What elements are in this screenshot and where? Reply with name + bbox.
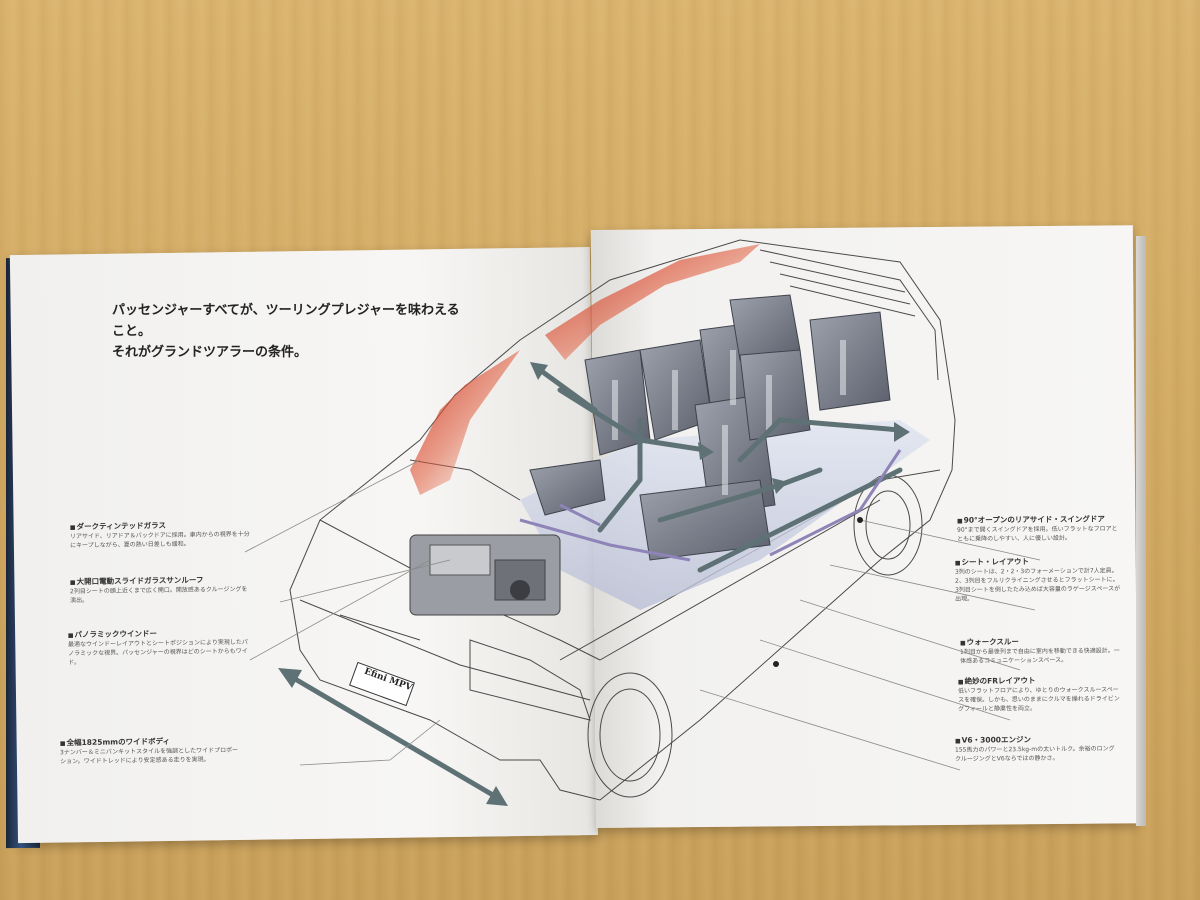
callout-body: 低いフラットフロアにより、ゆとりのウォークスルースペースを確保。しかも、思いのま… [957, 686, 1120, 713]
seat-layout-arrows [519, 449, 902, 562]
callout-panoramic-window: パノラミックウインドー 最適なウインドーレイアウトとシートポジションにより実現し… [68, 627, 249, 668]
callout-seat-layout: シート・レイアウト 3列のシートは、2・2・3のフォーメーションで計7人定員。2… [955, 555, 1120, 603]
body-width-arrow [278, 668, 508, 806]
callout-body: 2列目シートの頭上近くまで広く開口。開放感あるクルージングを演出。 [69, 585, 248, 605]
callout-swing-door: 90°オープンのリアサイド・スイングドア 90°まで開くスイングドアを採用。低い… [957, 513, 1122, 543]
car-body-outline [289, 239, 956, 801]
callout-body: 3列のシートは、2・2・3のフォーメーションで計7人定員。2、3列目をフルリクラ… [954, 567, 1121, 603]
headline: パッセンジャーすべてが、ツーリングプレジャーを味わえること。 それがグランドツア… [112, 300, 472, 363]
headline-line-1: パッセンジャーすべてが、ツーリングプレジャーを味わえること。 [112, 303, 460, 339]
callout-leader-lines [244, 459, 1041, 771]
callout-fr-layout: 絶妙のFRレイアウト 低いフラットフロアにより、ゆとりのウォークスルースペースを… [958, 674, 1123, 713]
callout-walk-through: ウォークスルー 1列目から最後列まで自由に室内を移動できる快適設計。一体感あるコ… [960, 635, 1125, 665]
callout-sunroof: 大開口電動スライドガラスサンルーフ 2列目シートの頭上近くまで広く開口。開放感あ… [70, 574, 250, 606]
a-pillar-highlight [410, 350, 520, 495]
license-plate [349, 661, 415, 707]
callout-dark-tinted-glass: ダークティンテッドガラス リアサイド、リアドア＆バックドアに採用。車内からの視界… [70, 519, 250, 551]
page-stack-edge [1136, 236, 1146, 826]
callout-body: 155馬力のパワーと23.5kg-mの太いトルク。余裕のロングクルージングとV6… [954, 745, 1115, 763]
seat-stripes [612, 340, 846, 495]
callout-body: 3ナンバー＆ミニバンキットスタイルを強調としたワイドプロポーション。ワイドトレッ… [59, 746, 239, 766]
roof-pillar-highlight [545, 244, 760, 360]
callout-body: リアサイド、リアドア＆バックドアに採用。車内からの視界を十分にキープしながら、夏… [69, 530, 250, 550]
callout-dot-layout [773, 661, 779, 667]
callout-body: 最適なウインドーレイアウトとシートポジションにより実現したパノラミックな視界。パ… [67, 638, 248, 667]
headline-line-2: それがグランドツアラーの条件。 [112, 345, 308, 360]
callout-wide-body: 全幅1825mmのワイドボディ 3ナンバー＆ミニバンキットスタイルを強調としたワ… [60, 735, 240, 767]
arrowheads-gray [530, 362, 910, 494]
callout-dot-door [857, 517, 863, 523]
v6-engine [409, 534, 561, 616]
callout-body: 90°まで開くスイングドアを採用。低いフラットなフロアとともに乗降のしやすい、人… [956, 525, 1118, 543]
callout-body: 1列目から最後列まで自由に室内を移動できる快適設計。一体感あるコミュニケーション… [959, 647, 1120, 665]
callout-v6-engine: V6・3000エンジン 155馬力のパワーと23.5kg-mの太いトルク。余裕の… [955, 733, 1120, 763]
